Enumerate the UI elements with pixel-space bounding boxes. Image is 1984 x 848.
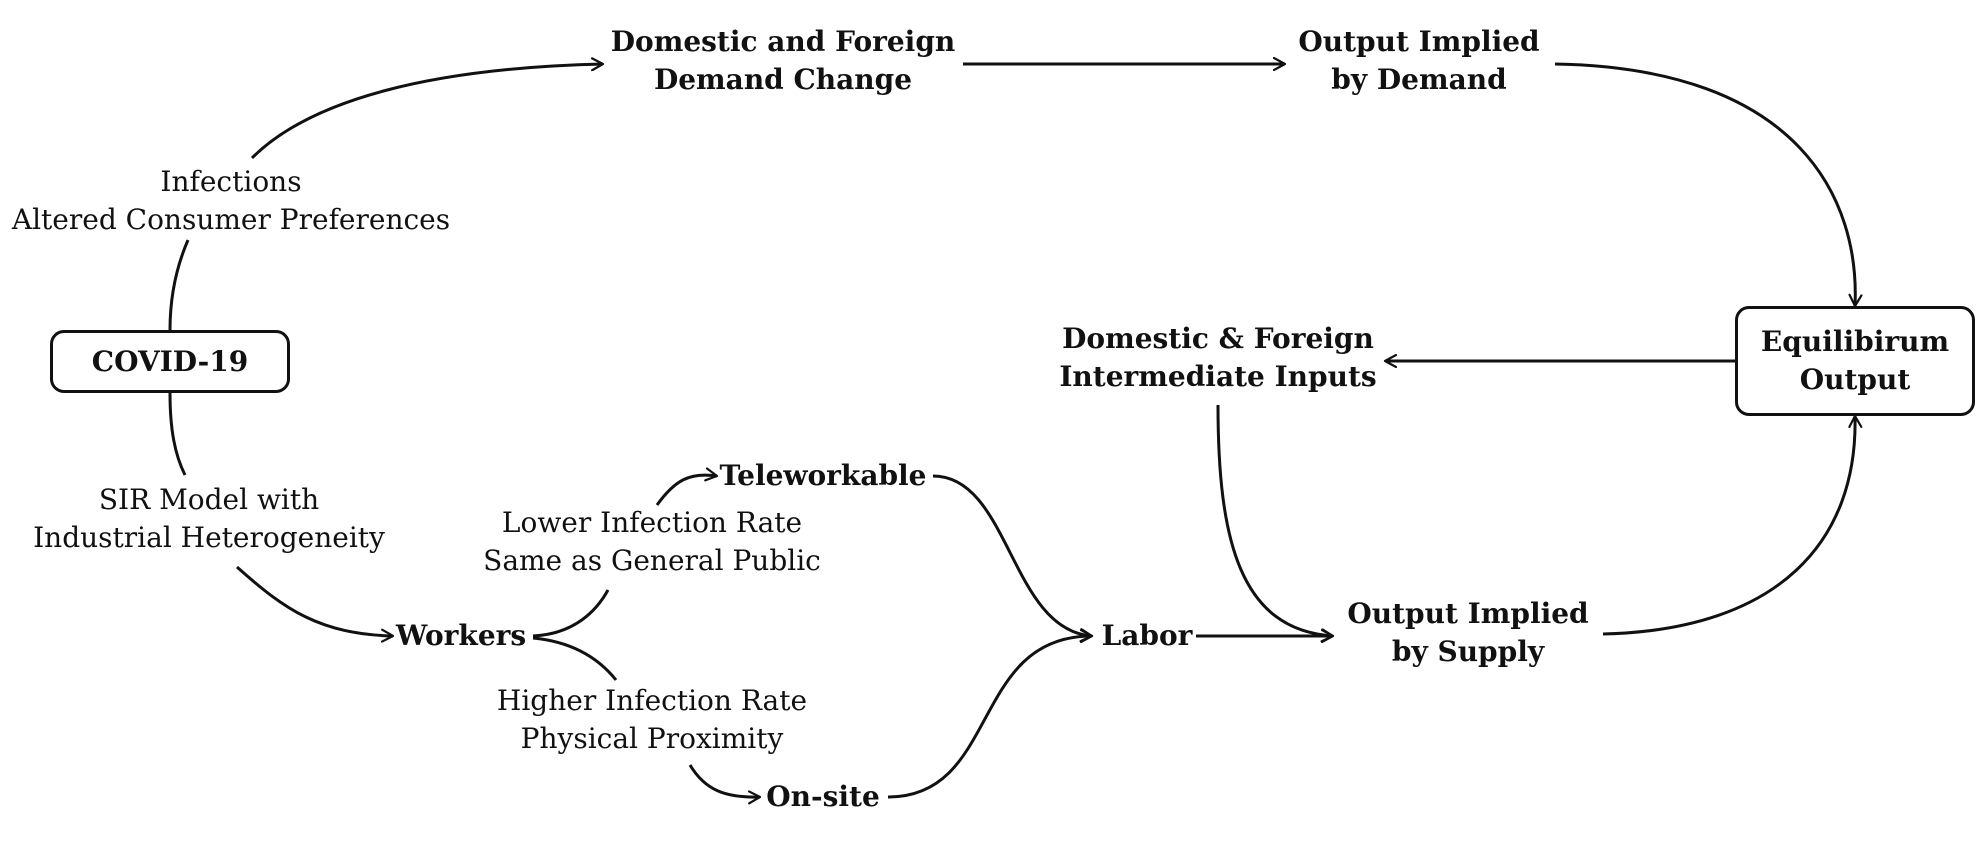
- edge-output-demand-to-equilibrium: [1554, 62, 1855, 306]
- edge-covid-to-label-demand: [168, 239, 190, 331]
- edge-label-demand-channel: Infections Altered Consumer Preferences: [11, 165, 451, 236]
- edge-onsite-to-labor: [887, 636, 1092, 799]
- edge-onsite-note-to-onsite: [688, 764, 760, 797]
- node-output-implied-by-demand: Output Implied by Demand: [1298, 25, 1540, 96]
- edge-workers-to-telework-note: [532, 589, 610, 638]
- edge-label-onsite-note: Higher Infection Rate Physical Proximity: [496, 684, 808, 755]
- edge-label-sir-model: SIR Model with Industrial Heterogeneity: [33, 483, 385, 554]
- node-covid: COVID-19: [91, 345, 249, 378]
- edge-teleworkable-to-labor: [932, 474, 1092, 636]
- edge-workers-to-onsite-note: [532, 636, 618, 681]
- edge-label-telework-note: Lower Infection Rate Same as General Pub…: [483, 506, 821, 577]
- node-intermediate-inputs: Domestic & Foreign Intermediate Inputs: [1059, 322, 1377, 393]
- edge-intermediate-to-output-supply: [1216, 404, 1333, 636]
- edge-covid-to-sir-label: [168, 392, 187, 476]
- edge-output-supply-to-equilibrium: [1602, 416, 1855, 636]
- edge-demand-label-to-demand-change: [250, 64, 603, 160]
- node-onsite: On-site: [766, 780, 880, 813]
- node-output-implied-by-supply: Output Implied by Supply: [1347, 597, 1589, 668]
- node-workers: Workers: [395, 619, 527, 652]
- edge-sir-label-to-workers: [235, 565, 393, 636]
- node-demand-change: Domestic and Foreign Demand Change: [610, 25, 956, 96]
- node-equilibrium-output: Equilibirum Output: [1760, 325, 1950, 396]
- node-teleworkable: Teleworkable: [719, 459, 927, 492]
- edge-telework-note-to-teleworkable: [655, 475, 717, 506]
- covid-box: [50, 330, 290, 393]
- node-labor: Labor: [1101, 619, 1193, 652]
- equilibrium-box: [1735, 306, 1975, 416]
